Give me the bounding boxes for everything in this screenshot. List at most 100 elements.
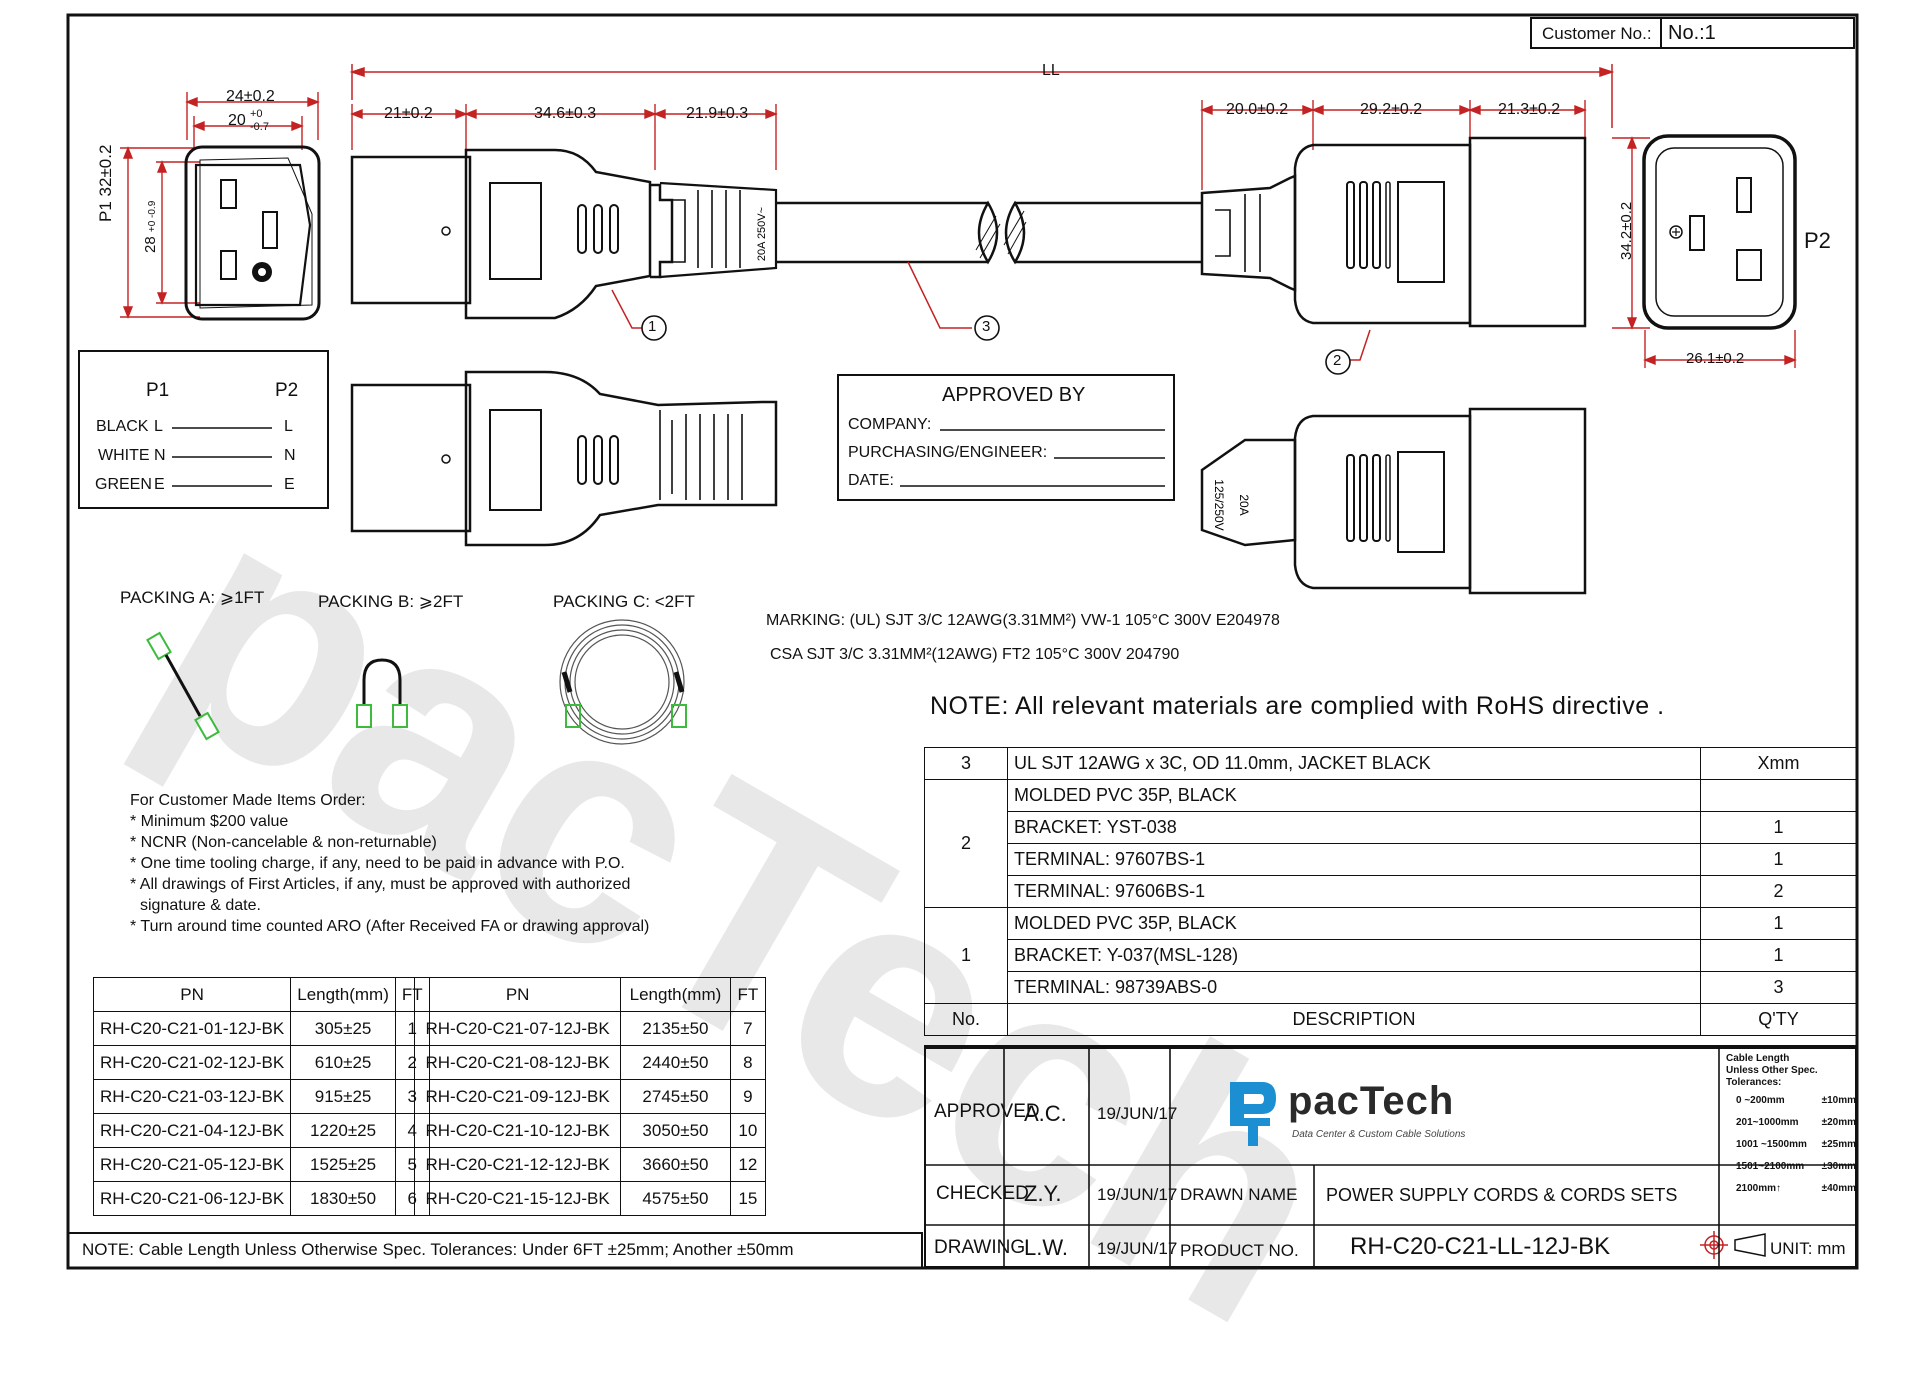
p1-height-inner: 28 +0 -0.9 <box>142 200 159 253</box>
customer-label: Customer No.: <box>1542 24 1652 43</box>
bom-qty-header: Q'TY <box>1700 1003 1857 1036</box>
right-dim-2: 29.2±0.2 <box>1360 101 1423 118</box>
ft-header: FT <box>729 977 767 1012</box>
packing-c-label: PACKING C: <2FT <box>553 592 695 611</box>
bom-table: 3 UL SJT 12AWG x 3C, OD 11.0mm, JACKET B… <box>924 747 1857 1036</box>
drawn-name-label: DRAWN NAME <box>1180 1185 1298 1204</box>
checked-label: CHECKED <box>936 1183 1029 1204</box>
cable <box>776 200 1202 265</box>
right-connector-bottom <box>1200 407 1587 595</box>
left-dim-3: 21.9±0.3 <box>686 105 749 122</box>
wiring-color-2: WHITE <box>98 447 150 464</box>
ll-label: LL <box>1042 62 1060 79</box>
approved-date-value: 19/JUN/17 <box>1097 1104 1178 1123</box>
wiring-p1-1: L <box>154 418 163 435</box>
title-block: APPROVED A.C. 19/JUN/17 CHECKED Z.Y. 19/… <box>924 1045 1857 1268</box>
p1-height-outer: P1 32±0.2 <box>96 144 115 222</box>
packing-b-label: PACKING B: ⩾2FT <box>318 592 464 611</box>
p1-face-view <box>120 92 321 321</box>
wiring-p2-2: N <box>284 447 296 464</box>
wiring-head-p2: P2 <box>275 380 299 401</box>
customer-note-line: * All drawings of First Articles, if any… <box>130 876 631 893</box>
tolerance-row: 0 ~200mm±10mm <box>1736 1095 1856 1106</box>
unit-label: UNIT: mm <box>1770 1239 1846 1258</box>
wiring-p1-3: E <box>154 476 165 493</box>
packing-a-label: PACKING A: ⩾1FT <box>120 588 265 607</box>
marking-line-2: CSA SJT 3/C 3.31MM²(12AWG) FT2 105°C 300… <box>770 646 1180 663</box>
pn-header: PN <box>92 977 292 1012</box>
right-connector-top <box>1200 136 1587 328</box>
callout-3: 3 <box>982 318 991 335</box>
tolerance-block: Cable Length Unless Other Spec. Toleranc… <box>1726 1053 1856 1195</box>
wiring-p2-3: E <box>284 476 295 493</box>
approved-name: A.C. <box>1024 1101 1067 1126</box>
approved-company: COMPANY: <box>848 416 932 433</box>
callout-circles <box>641 315 1351 375</box>
left-connector-bottom <box>350 370 778 547</box>
customer-note-line: * One time tooling charge, if any, need … <box>130 855 625 872</box>
left-connector-top <box>350 148 778 320</box>
logo-tagline: Data Center & Custom Cable Solutions <box>1292 1129 1466 1140</box>
left-dim-2: 34.6±0.3 <box>534 105 597 122</box>
customer-note-line: * Minimum $200 value <box>130 813 289 830</box>
p2-width: 26.1±0.2 <box>1686 350 1745 367</box>
tolerance-row: 1001 ~1500mm±25mm <box>1736 1139 1856 1150</box>
approved-by-box <box>837 374 1175 501</box>
drawing-sheet: 20A 250V~ <box>66 13 1859 1270</box>
title-block-lines <box>924 1045 1857 1268</box>
wiring-color-3: GREEN <box>95 476 152 493</box>
checked-name: Z.Y. <box>1024 1181 1062 1206</box>
pn-header: PN <box>413 977 622 1012</box>
product-no-label: PRODUCT NO. <box>1180 1241 1299 1260</box>
customer-box <box>1530 17 1855 49</box>
p2-label: P2 <box>1804 228 1831 253</box>
approved-date: DATE: <box>848 472 894 489</box>
customer-notes: For Customer Made Items Order: * Minimum… <box>130 790 649 937</box>
p2-face-view <box>1612 134 1797 368</box>
left-molding-text: 20A 250V~ <box>756 207 768 261</box>
bottom-note-box: NOTE: Cable Length Unless Otherwise Spec… <box>68 1232 923 1268</box>
approved-purchasing: PURCHASING/ENGINEER: <box>848 444 1048 461</box>
packing-a-icon <box>146 631 220 741</box>
left-dim-1: 21±0.2 <box>384 105 433 122</box>
ll-dimension <box>349 64 1615 128</box>
wiring-table-box <box>78 350 329 509</box>
customer-value: No.:1 <box>1668 22 1716 44</box>
approved-title: APPROVED BY <box>942 384 1086 406</box>
wiring-color-1: BLACK <box>96 418 149 435</box>
drawing-name: L.W. <box>1024 1235 1069 1260</box>
right-molding-text-a: 125/250V <box>1212 479 1226 530</box>
tolerance-head: Unless Other Spec. <box>1726 1065 1818 1076</box>
right-dim-1: 20.0±0.2 <box>1226 101 1289 118</box>
product-no-value: RH-C20-C21-LL-12J-BK <box>1350 1233 1611 1260</box>
tolerance-head: Tolerances: <box>1726 1077 1782 1088</box>
callout-1: 1 <box>648 318 657 335</box>
pactech-logo-icon <box>1230 1082 1276 1146</box>
customer-note-line: signature & date. <box>140 897 261 914</box>
length-header: Length(mm) <box>620 977 731 1012</box>
callout-2: 2 <box>1333 352 1342 369</box>
drawing-label: DRAWING <box>934 1237 1026 1258</box>
right-molding-text-b: 20A <box>1237 494 1251 515</box>
wiring-p1-2: N <box>154 447 166 464</box>
packing-b-icon <box>356 658 408 728</box>
left-dimensions <box>350 104 778 170</box>
p2-height: 34.2±0.2 <box>1618 201 1635 260</box>
drawn-name-value: POWER SUPPLY CORDS & CORDS SETS <box>1326 1185 1678 1205</box>
bottom-note: NOTE: Cable Length Unless Otherwise Spec… <box>82 1240 794 1259</box>
tolerance-row: 201~1000mm±20mm <box>1736 1117 1856 1128</box>
bom-no-header: No. <box>924 1003 1008 1036</box>
